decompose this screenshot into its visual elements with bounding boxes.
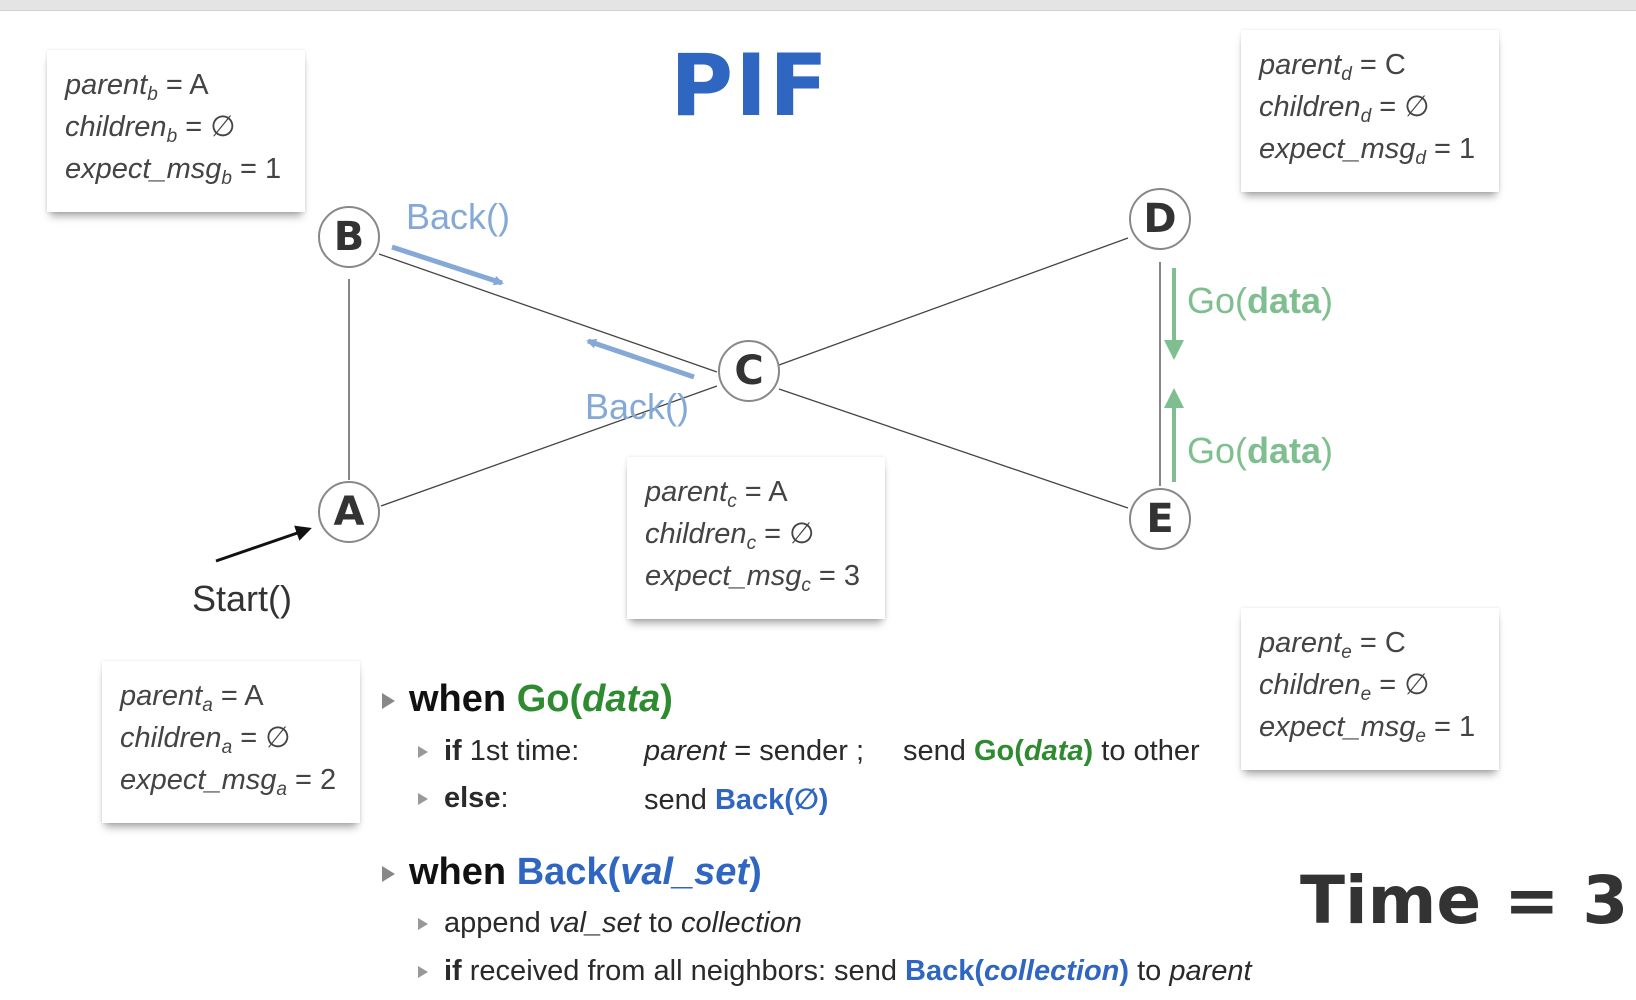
card-d-expect: expect_msgd = 1 <box>1259 133 1476 169</box>
node-b: B <box>318 206 380 268</box>
arrow-back-c-to-b <box>586 338 695 380</box>
rule-back-if-line: if received from all neighbors: send Bac… <box>418 955 1252 988</box>
label-go-e-d-fn: Go( <box>1187 430 1248 471</box>
time-counter: Time = 3 <box>1300 862 1629 939</box>
label-go-d-e-fn: Go( <box>1187 280 1248 321</box>
card-b-children: childrenb = ∅ <box>65 111 236 147</box>
node-d-label: D <box>1143 196 1177 242</box>
node-d: D <box>1129 188 1191 250</box>
node-c-label: C <box>734 348 764 394</box>
state-card-a: parenta = A childrena = ∅ expect_msga = … <box>102 661 360 823</box>
rule-go-heading: when Go(data) <box>382 678 673 721</box>
arrow-start <box>215 525 312 563</box>
label-go-e-d: Go(data) <box>1187 430 1333 472</box>
label-start: Start() <box>192 578 293 619</box>
label-back-c-b: Back() <box>585 386 690 427</box>
card-c-parent: parentc = A <box>645 476 788 512</box>
edge-b-c <box>378 253 718 373</box>
bullet-triangle-icon <box>418 793 428 806</box>
card-a-children: childrena = ∅ <box>120 722 291 758</box>
card-e-parent: parente = C <box>1259 627 1406 663</box>
bullet-triangle-icon <box>418 746 428 759</box>
card-c-children: childrenc = ∅ <box>645 518 815 554</box>
card-b-parent: parentb = A <box>65 69 209 105</box>
card-a-parent: parenta = A <box>120 680 264 716</box>
card-d-children: childrend = ∅ <box>1259 91 1430 127</box>
edge-c-e <box>778 388 1129 509</box>
state-card-b: parentb = A childrenb = ∅ expect_msgb = … <box>47 50 305 212</box>
rule-go-if-action: parent = sender ; <box>644 735 865 767</box>
edge-c-d <box>778 237 1129 366</box>
label-go-e-d-close: ) <box>1321 430 1334 471</box>
bullet-triangle-icon <box>418 918 428 931</box>
label-go-d-e-arg: data <box>1247 280 1322 321</box>
top-bar <box>0 0 1636 11</box>
node-c: C <box>718 340 780 402</box>
state-card-e: parente = C childrene = ∅ expect_msge = … <box>1241 608 1499 770</box>
rule-go-if-send: send Go(data) to other <box>903 735 1200 767</box>
card-e-expect: expect_msge = 1 <box>1259 711 1476 747</box>
rule-go-if-line: if 1st time: <box>418 735 579 768</box>
rule-go-else-line: else: <box>418 782 509 815</box>
card-e-children: childrene = ∅ <box>1259 669 1430 705</box>
label-go-d-e: Go(data) <box>1187 280 1333 322</box>
rule-back-heading: when Back(val_set) <box>382 851 762 894</box>
node-e-label: E <box>1146 496 1174 542</box>
state-card-c: parentc = A childrenc = ∅ expect_msgc = … <box>627 457 885 619</box>
node-e: E <box>1129 488 1191 550</box>
bullet-triangle-icon <box>382 692 395 709</box>
label-go-d-e-close: ) <box>1321 280 1334 321</box>
label-back-b-c: Back() <box>406 196 511 237</box>
node-b-label: B <box>333 214 365 260</box>
state-card-d: parentd = C childrend = ∅ expect_msgd = … <box>1241 30 1499 192</box>
node-a: A <box>318 481 380 543</box>
edge-a-c <box>380 385 718 507</box>
bullet-triangle-icon <box>382 865 395 882</box>
rule-go-else-action: send Back(∅) <box>644 784 829 816</box>
node-a-label: A <box>333 489 365 535</box>
bullet-triangle-icon <box>418 966 428 979</box>
card-d-parent: parentd = C <box>1259 49 1406 85</box>
card-c-expect: expect_msgc = 3 <box>645 560 861 596</box>
rule-back-append-line: append val_set to collection <box>418 907 802 940</box>
arrow-back-b-to-c <box>391 244 504 286</box>
card-b-expect: expect_msgb = 1 <box>65 153 282 189</box>
page-title: PIF <box>670 36 830 136</box>
label-go-e-d-arg: data <box>1247 430 1322 471</box>
card-a-expect: expect_msga = 2 <box>120 764 337 800</box>
